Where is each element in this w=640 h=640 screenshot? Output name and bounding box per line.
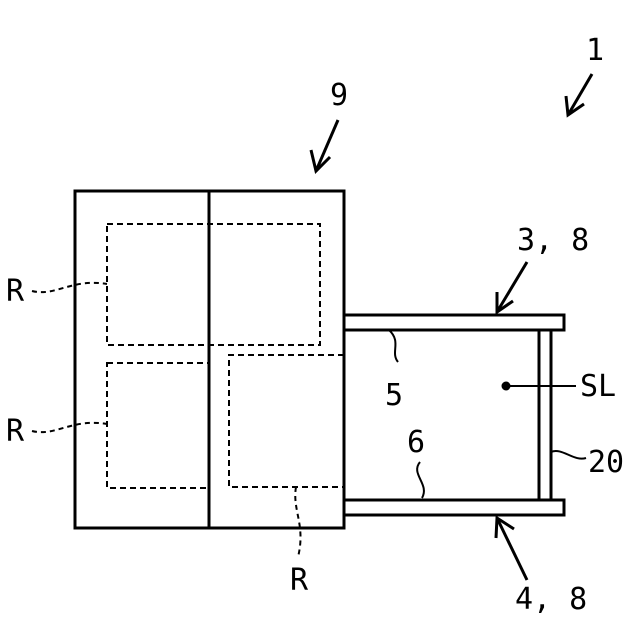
label-point: SL xyxy=(580,369,616,404)
label-device: 1 xyxy=(586,33,604,68)
label-end-plate: 20 xyxy=(588,445,624,480)
region-upper xyxy=(107,224,320,345)
arrow-rail-upper xyxy=(497,262,527,312)
label-region-upper-left: R xyxy=(6,274,25,309)
end-plate xyxy=(539,330,551,500)
arrow-unit xyxy=(311,120,338,171)
lead-region-upper-left xyxy=(32,283,107,292)
label-rail-lower: 4, 8 xyxy=(515,582,587,617)
arrow-device xyxy=(566,74,592,115)
lead-upper-edge xyxy=(389,330,398,362)
arrow-rail-lower xyxy=(496,518,527,580)
label-region-lower-right: R xyxy=(290,563,309,598)
rail-upper xyxy=(344,315,564,330)
region-lower-left xyxy=(107,363,209,488)
label-region-lower-left: R xyxy=(6,414,25,449)
label-lower-edge: 6 xyxy=(407,425,425,460)
rail-lower xyxy=(344,500,564,515)
lead-region-lower-left xyxy=(32,423,107,432)
label-rail-upper: 3, 8 xyxy=(517,223,589,258)
lead-end-plate xyxy=(551,451,586,459)
label-upper-edge: 5 xyxy=(385,378,403,413)
label-unit: 9 xyxy=(330,78,348,113)
lead-region-lower-right xyxy=(295,487,300,557)
lead-lower-edge xyxy=(417,462,424,498)
region-lower-right xyxy=(229,355,344,487)
